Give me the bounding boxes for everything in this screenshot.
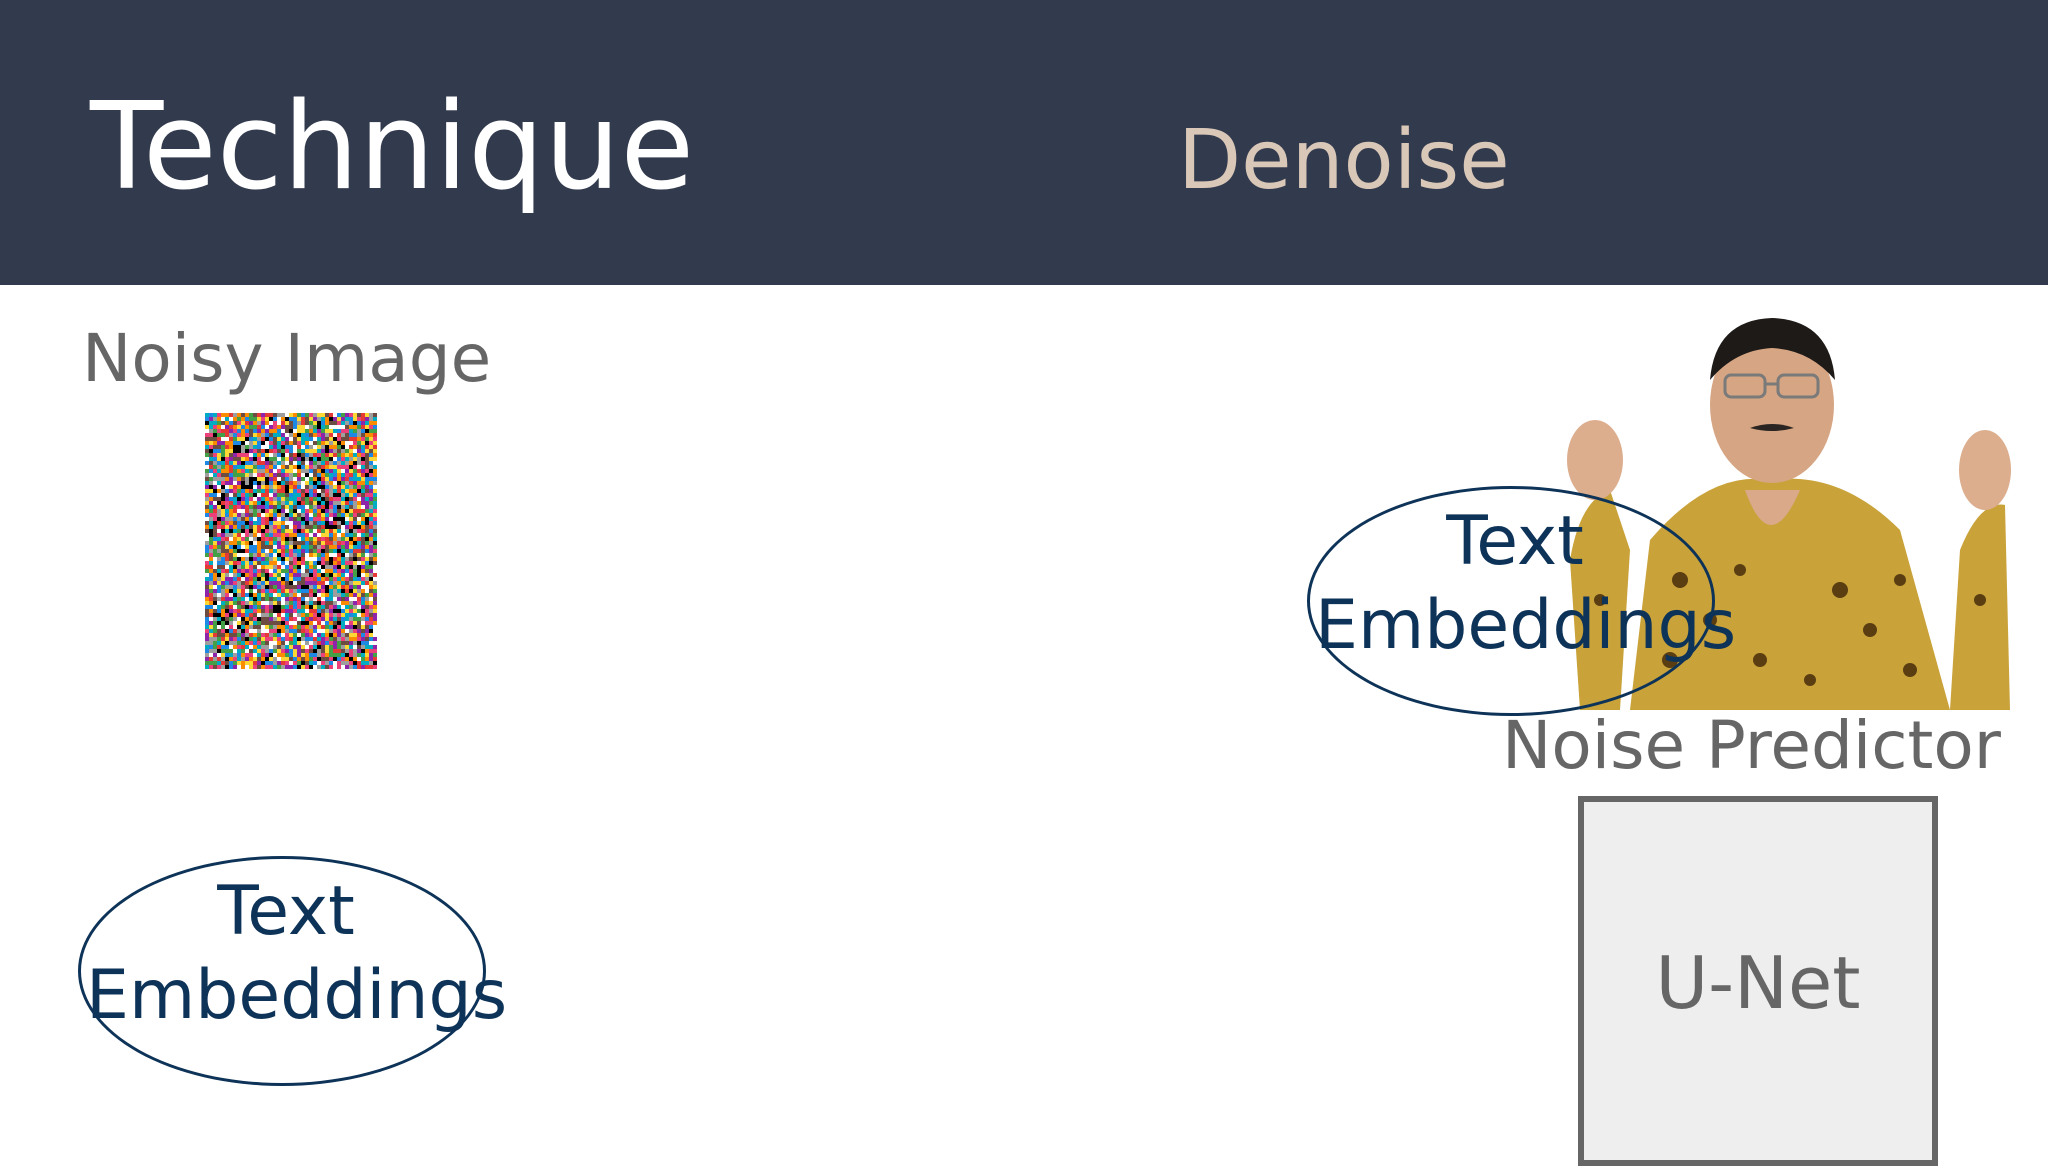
slide-subtitle: Denoise — [1178, 113, 1510, 208]
slide-title: Technique — [90, 78, 695, 217]
text-embeddings-label-lower: Text Embeddings — [86, 872, 508, 1035]
noisy-image — [205, 413, 377, 669]
unet-box: U-Net — [1578, 796, 1938, 1166]
header-bar: Technique Denoise — [0, 0, 2048, 285]
unet-label: U-Net — [1655, 941, 1861, 1025]
text-embeddings-ellipse-upper — [1307, 486, 1715, 716]
noisy-image-label: Noisy Image — [82, 320, 492, 397]
text-embeddings-label-upper: Text Embeddings — [1315, 502, 1737, 665]
text-embeddings-ellipse-lower — [78, 856, 486, 1086]
noise-predictor-label: Noise Predictor — [1502, 707, 2001, 784]
